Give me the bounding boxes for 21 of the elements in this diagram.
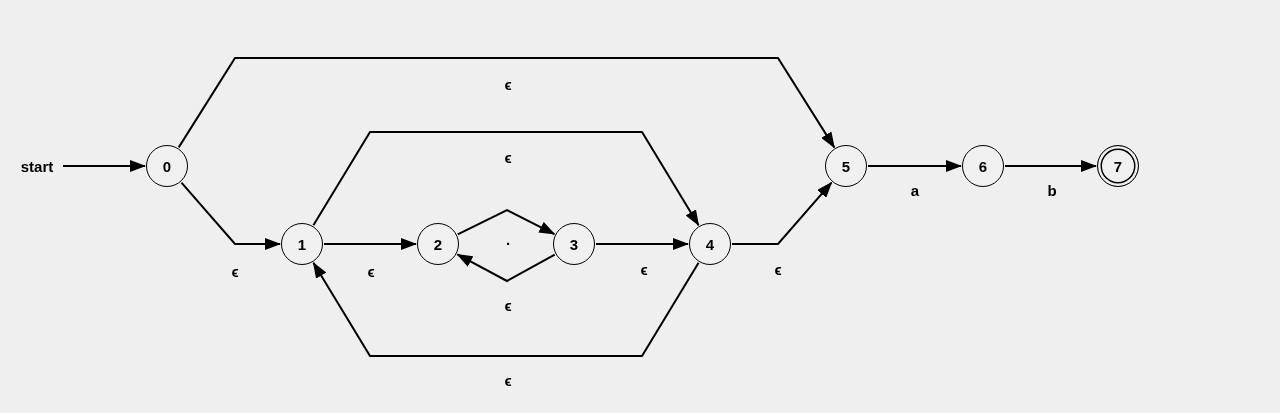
arrow <box>62 160 146 172</box>
arrow <box>867 160 962 172</box>
arrow <box>323 238 417 250</box>
arrow <box>595 238 689 250</box>
arrow <box>731 181 833 245</box>
state-circle: 4 <box>689 223 731 265</box>
state-circle: 3 <box>553 223 595 265</box>
start-label: start <box>14 156 60 176</box>
arrow <box>177 57 836 149</box>
state-circle: 2 <box>417 223 459 265</box>
state-circle: 6 <box>962 145 1004 187</box>
arrow <box>312 261 700 357</box>
arrow <box>1004 160 1097 172</box>
arrow <box>456 208 556 236</box>
arrow <box>180 181 281 250</box>
arrow <box>312 131 700 227</box>
state-circle: 1 <box>281 223 323 265</box>
state-circle: 0 <box>146 145 188 187</box>
arrow <box>456 253 556 283</box>
accepting-state-circle: 7 <box>1097 145 1139 187</box>
state-circle: 5 <box>825 145 867 187</box>
